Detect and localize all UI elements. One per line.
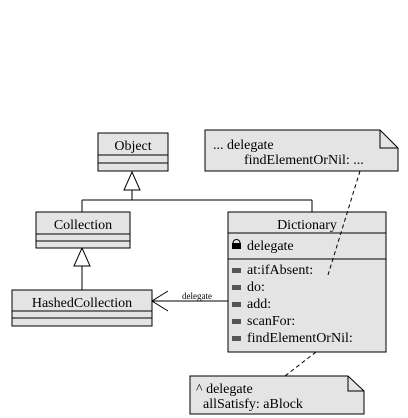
note-anchor-bottom: [284, 351, 317, 377]
note-line: ... delegate: [213, 138, 274, 153]
method-row: findElementOrNil:: [232, 331, 353, 346]
method-name: add:: [247, 297, 271, 312]
note-top: ... delegate findElementOrNil: ...: [204, 129, 399, 172]
class-name: Object: [114, 139, 151, 154]
note-line: allSatisfy: aBlock: [203, 397, 303, 412]
note-line: ^ delegate: [196, 382, 253, 397]
attribute-delegate: delegate: [232, 239, 294, 254]
class-dictionary[interactable]: Dictionary delegate at:ifAbsent: do: add…: [227, 211, 387, 353]
method-name: findElementOrNil:: [247, 331, 353, 346]
method-name: do:: [247, 280, 265, 295]
method-row: scanFor:: [232, 314, 295, 329]
class-name: Dictionary: [277, 218, 337, 233]
method-icon: [232, 285, 241, 290]
class-name: HashedCollection: [32, 296, 132, 311]
class-collection[interactable]: Collection: [35, 211, 131, 249]
method-row: do:: [232, 280, 265, 295]
method-name: scanFor:: [247, 314, 295, 329]
method-icon: [232, 268, 241, 273]
method-row: add:: [232, 297, 271, 312]
method-icon: [232, 336, 241, 341]
attribute-name: delegate: [247, 239, 294, 254]
class-object[interactable]: Object: [97, 132, 169, 172]
inheritance-arrowhead: [123, 170, 141, 191]
method-icon: [232, 302, 241, 307]
class-name: Collection: [54, 218, 112, 233]
class-hashed-collection[interactable]: HashedCollection: [11, 289, 153, 327]
method-icon: [232, 319, 241, 324]
generalization-hashed-collection: [73, 246, 91, 290]
note-line: findElementOrNil: ...: [244, 153, 364, 168]
inheritance-arrowhead: [73, 246, 91, 267]
method-name: at:ifAbsent:: [247, 263, 313, 278]
lock-icon: [232, 239, 241, 249]
association-label: delegate: [182, 291, 212, 301]
method-row: at:ifAbsent:: [232, 263, 313, 278]
generalization-collection-object: [81, 170, 313, 212]
delegate-association: delegate: [151, 290, 228, 312]
note-bottom: ^ delegate allSatisfy: aBlock: [189, 375, 365, 415]
